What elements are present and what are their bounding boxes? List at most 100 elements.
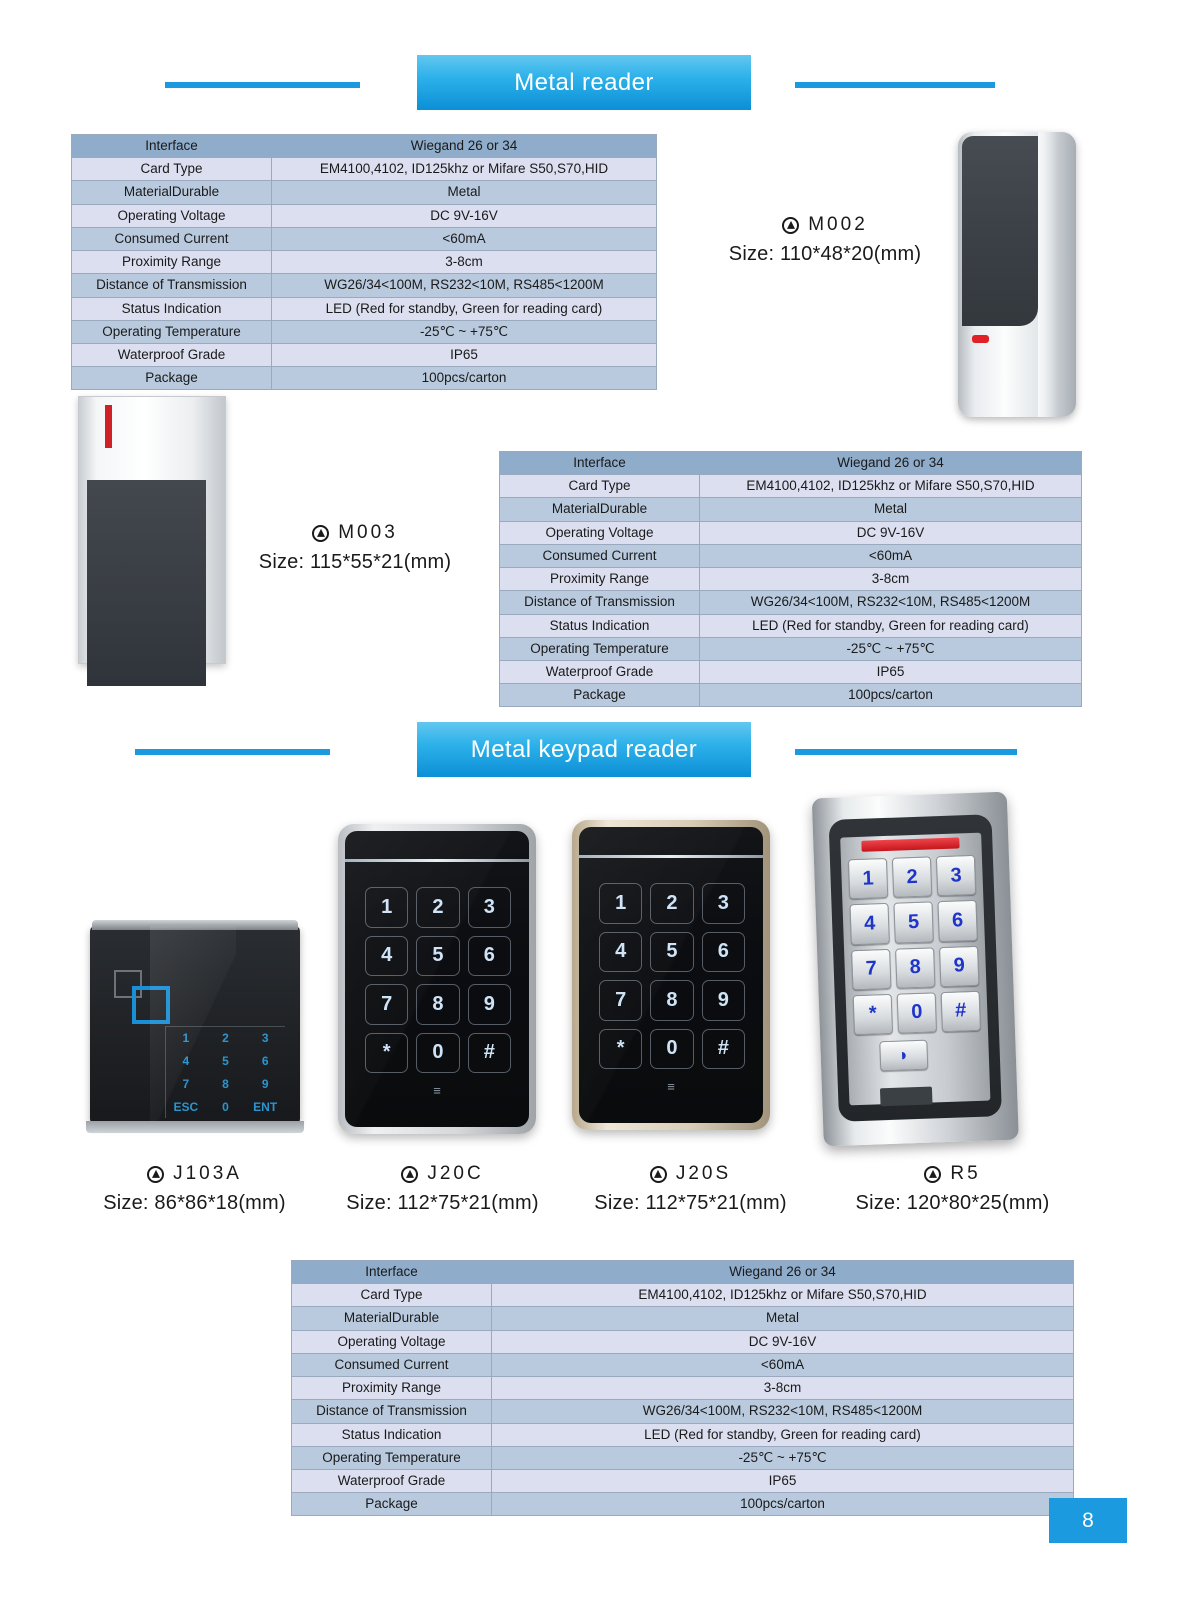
spec-key: Operating Voltage	[499, 520, 700, 545]
j20c-hairline	[345, 859, 529, 862]
spec-value: 100pcs/carton	[271, 366, 657, 391]
j103a-key-2: 2	[222, 1031, 229, 1046]
triangle-bullet-icon	[782, 216, 800, 234]
j20s-hairline	[579, 855, 763, 858]
triangle-bullet-icon	[312, 524, 330, 542]
j20s-key-*: *	[599, 1028, 643, 1069]
spec-value: LED (Red for standby, Green for reading …	[271, 296, 657, 321]
spec-key: Package	[71, 366, 272, 391]
table-row: Operating Temperature-25℃ ~ +75℃	[291, 1445, 1074, 1470]
section-header-metal-reader: Metal reader	[0, 55, 1178, 115]
j20c-key-#: #	[467, 1032, 511, 1073]
spec-key: Waterproof Grade	[71, 342, 272, 368]
spec-value: LED (Red for standby, Green for reading …	[699, 613, 1082, 638]
r5-key-3: 3	[935, 854, 977, 897]
spec-key: Status Indication	[71, 296, 272, 321]
j20c-key-1: 1	[365, 887, 409, 928]
spec-value: -25℃ ~ +75℃	[491, 1445, 1074, 1470]
spec-value: 3-8cm	[271, 250, 657, 275]
section-title-metal-keypad-reader: Metal keypad reader	[417, 722, 751, 777]
spec-value: -25℃ ~ +75℃	[271, 319, 657, 344]
j20s-size-text: Size: 112*75*21(mm)	[594, 1192, 787, 1214]
spec-value: WG26/34<100M, RS232<10M, RS485<1200M	[271, 273, 657, 298]
spec-value: Metal	[271, 180, 657, 205]
spec-value: -25℃ ~ +75℃	[699, 636, 1082, 661]
spec-key: Operating Temperature	[499, 636, 700, 661]
r5-key-2: 2	[891, 856, 933, 898]
spec-value: Wiegand 26 or 34	[491, 1259, 1074, 1285]
j20c-size-text: Size: 112*75*21(mm)	[346, 1192, 539, 1214]
j20c-key-8: 8	[416, 984, 460, 1025]
product-image-m003	[78, 396, 226, 686]
m002-card-panel	[962, 136, 1038, 326]
product-caption-m002: M002 Size: 110*48*20(mm)	[685, 214, 965, 266]
spec-value: Metal	[699, 497, 1082, 522]
spec-key: Interface	[291, 1259, 492, 1285]
spec-key: Card Type	[291, 1283, 492, 1308]
j103a-key-9: 9	[261, 1076, 269, 1091]
j103a-square-outline-gray	[114, 970, 142, 998]
spec-key: Card Type	[499, 474, 700, 499]
r5-key-9: 9	[939, 945, 980, 987]
spec-value: 3-8cm	[491, 1376, 1074, 1401]
product-caption-m003: M003 Size: 115*55*21(mm)	[215, 522, 495, 574]
j20s-key-9: 9	[701, 980, 745, 1021]
j20s-key-#: #	[701, 1028, 745, 1069]
banner-rule-left	[165, 82, 360, 88]
table-row: Consumed Current<60mA	[71, 226, 657, 252]
r5-model-label: R5	[820, 1163, 1085, 1185]
r5-size-text: Size: 120*80*25(mm)	[855, 1192, 1050, 1214]
j103a-model-text: J103A	[173, 1163, 242, 1184]
spec-key: Interface	[499, 450, 700, 476]
spec-value: Wiegand 26 or 34	[271, 133, 657, 159]
spec-key: Interface	[71, 133, 272, 159]
j20s-key-0: 0	[650, 1028, 694, 1069]
j103a-key-3: 3	[261, 1031, 269, 1046]
j103a-key-0: 0	[222, 1099, 229, 1114]
r5-key-*: *	[852, 993, 894, 1036]
m002-model-label: M002	[685, 214, 965, 236]
spec-key: Card Type	[71, 157, 272, 182]
r5-key-8: 8	[895, 946, 936, 989]
spec-key: MaterialDurable	[291, 1306, 492, 1331]
product-caption-j20s: J20S Size: 112*75*21(mm)	[558, 1163, 823, 1215]
j20s-wave-icon: ≡	[662, 1080, 680, 1093]
product-caption-j20c: J20C Size: 112*75*21(mm)	[310, 1163, 575, 1215]
j103a-top-edge	[92, 920, 298, 930]
triangle-bullet-icon	[649, 1165, 667, 1183]
spec-value: LED (Red for standby, Green for reading …	[491, 1422, 1074, 1447]
spec-value: DC 9V-16V	[699, 520, 1082, 545]
j103a-model-label: J103A	[62, 1163, 327, 1185]
j20c-key-*: *	[365, 1032, 409, 1073]
page-number-badge: 8	[1049, 1498, 1127, 1543]
spec-key: Proximity Range	[71, 250, 272, 275]
banner-rule-right	[795, 82, 995, 88]
j20c-key-7: 7	[365, 984, 409, 1025]
spec-value: IP65	[491, 1468, 1074, 1494]
m002-model-text: M002	[808, 214, 868, 235]
spec-key: Package	[291, 1492, 492, 1517]
j103a-bezel	[90, 926, 300, 1124]
j103a-key-7: 7	[182, 1076, 190, 1091]
j20s-key-8: 8	[650, 980, 694, 1021]
section-title-metal-reader: Metal reader	[417, 55, 751, 110]
spec-key: Waterproof Grade	[499, 659, 700, 685]
m002-led-indicator	[972, 335, 989, 343]
